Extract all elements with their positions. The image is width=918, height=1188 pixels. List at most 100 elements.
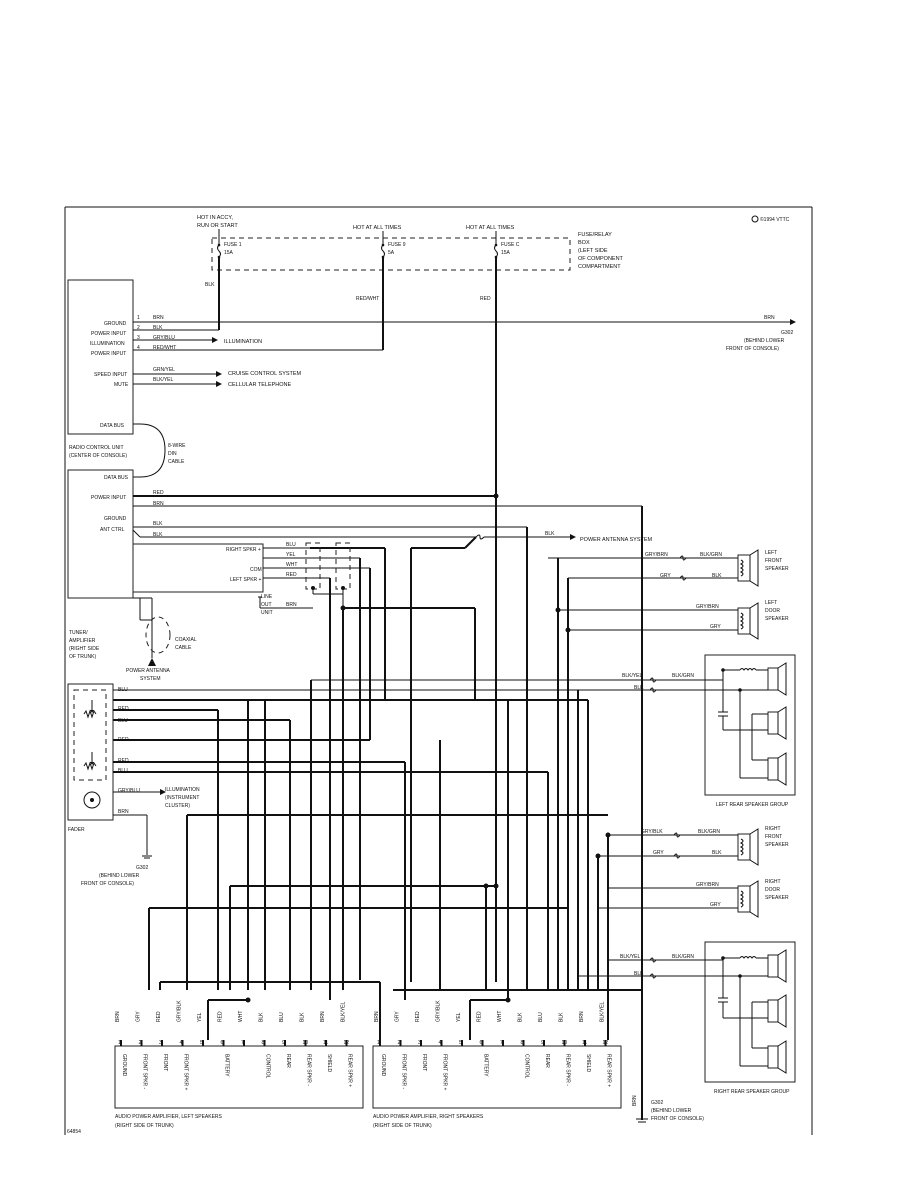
fader-wire-7: GRY/BLU (118, 788, 140, 794)
amp-right-pin-2-wire: GRY (395, 1011, 401, 1022)
tuner-pin-power-input: POWER INPUT (91, 495, 126, 501)
rr-group-label: RIGHT REAR SPEAKER GROUP (714, 1089, 790, 1095)
amp-right-pin-1-name: GROUND (380, 1054, 386, 1077)
rcu-wire-brn: BRN (153, 315, 164, 321)
lineout-ground-wire: BRN (286, 602, 297, 608)
amp-left-pin-11-wire: BRN (320, 1011, 326, 1022)
ant-dest-label: POWER ANTENNA SYSTEM (580, 537, 653, 543)
amp-right-label-line1: AUDIO POWER AMPLIFIER, RIGHT SPEAKERS (373, 1114, 484, 1120)
amp-right-ground-id: G302 (651, 1100, 663, 1106)
amp-left-pin-6-name: BATTERY (224, 1054, 230, 1077)
ant-dest-wire: BLK (545, 531, 555, 537)
amp-right-pin-12-num: 12 (603, 1040, 609, 1046)
lineout-wire-red: RED (286, 572, 297, 578)
rd-spk-line1: RIGHT (765, 879, 781, 885)
fader-wire-4: RED (118, 737, 129, 743)
lr-wire-in-1: BLK/YEL (622, 673, 643, 679)
amp-left-pin-1-name: GROUND (121, 1054, 127, 1077)
amp-right-pin-8-num: 8 (521, 1040, 524, 1046)
amp-left-pin-4-num: 4 (180, 1040, 183, 1046)
fusec-label: FUSE C (501, 242, 520, 248)
amp-right-pin-2-name: FRONT SPKR - (401, 1054, 407, 1090)
amp-right-pin-4-wire: GRY/BLK (436, 1000, 442, 1022)
amp-left-pin-1-wire: BRN (115, 1011, 121, 1022)
amp-right-ground-line2: FRONT OF CONSOLE) (651, 1116, 704, 1122)
g302-id: G302 (781, 330, 793, 336)
right-door-speaker: RIGHT DOOR SPEAKER (737, 879, 789, 918)
rcu-pin2-num: 2 (137, 325, 140, 331)
amp-right-pin-10-num: 10 (562, 1040, 568, 1046)
amp-left-pin-6-wire: RED (218, 1011, 224, 1022)
fader-illum-line3: CLUSTER) (165, 803, 190, 809)
amp-right-pin-3-wire: RED (415, 1011, 421, 1022)
rcu-wire-blk-yel: BLK/YEL (153, 377, 174, 383)
right-rear-speaker-group: RIGHT REAR SPEAKER GROUP (704, 941, 796, 1095)
fader-wire-1: BLU (118, 687, 128, 693)
amp-right-pin-1-num: 1 (377, 1040, 380, 1046)
fader-ground-id: G302 (136, 865, 148, 871)
amp-right-pin-11-wire: BRN (579, 1011, 585, 1022)
lr-wire-out-1: BLK/GRN (672, 673, 694, 679)
coax-dest-line1: POWER ANTENNA (126, 668, 171, 674)
amp-left-pin-2-wire: GRY (136, 1011, 142, 1022)
rr-wire-out-1: BLK/GRN (672, 954, 694, 960)
fusec-header: HOT AT ALL TIMES (466, 225, 515, 231)
amp-right-pin-6-num: 6 (480, 1040, 483, 1046)
amp-right-pin-1-wire: BRN (374, 1011, 380, 1022)
rcu-pin-ground: GROUND (104, 321, 127, 327)
coax-dest-line2: SYSTEM (140, 676, 161, 682)
amp-left-pin-8-name: CONTROL (265, 1054, 271, 1079)
ld-spk-line3: SPEAKER (765, 616, 789, 622)
rf-spk-line2: FRONT (765, 834, 782, 840)
left-door-speaker: LEFT DOOR SPEAKER (737, 600, 789, 640)
rcu-pin-illumination: ILLUMINATION (90, 341, 125, 347)
fusebox-label-line2: BOX (578, 240, 590, 246)
amp-right-pin-6-wire: RED (477, 1011, 483, 1022)
amp-right-pin-3-num: 3 (418, 1040, 421, 1046)
fuse9-header: HOT AT ALL TIMES (353, 225, 402, 231)
diagram-frame (64, 206, 813, 1135)
fuse9-wire-label: RED/WHT (356, 296, 379, 302)
amp-left-pin-9-num: 9 (282, 1040, 285, 1046)
fusec-wire-label: RED (480, 296, 491, 302)
amp-left-pin-7-wire: WHT (238, 1011, 244, 1022)
fader-ground-line1: (BEHIND LOWER (99, 873, 140, 879)
fader-illum-bulb (83, 791, 101, 809)
fuse9-label: FUSE 9 (388, 242, 406, 248)
lf-spk-line2: FRONT (765, 558, 782, 564)
amp-right-ground-line1: (BEHIND LOWER (651, 1108, 692, 1114)
fader-label: FADER (68, 827, 85, 833)
amp-left-pin-8-num: 8 (262, 1040, 265, 1046)
rcu-dest-illumination: ILLUMINATION (224, 339, 262, 345)
amp-left-pin-11-num: 11 (323, 1040, 328, 1046)
amp-left-label-line1: AUDIO POWER AMPLIFIER, LEFT SPEAKERS (115, 1114, 223, 1120)
fusebox-label-line1: FUSE/RELAY (578, 232, 612, 238)
amp-left-pin-11-name: SHIELD (326, 1054, 332, 1072)
amp-right-pin-11-name: SHIELD (585, 1054, 591, 1072)
amp-left-pin-10-wire: BLK (300, 1012, 306, 1022)
fader: FADER (67, 683, 114, 833)
fusec-rating: 15A (501, 250, 511, 256)
rf-wire-out-2: BLK (712, 850, 722, 856)
coax-label-line2: CABLE (175, 645, 192, 651)
g302-location-line1: (BEHIND LOWER (744, 338, 785, 344)
amp-left-pin-6-num: 6 (221, 1040, 224, 1046)
amp-right-pin-7-num: 7 (500, 1040, 503, 1046)
rr-wire-in-2: BLK (634, 971, 644, 977)
rd-wire-1: GRY/BRN (696, 882, 719, 888)
lineout-label-line3: UNIT (261, 610, 273, 616)
amp-right-ground-wire: BRN (632, 1095, 638, 1106)
tuner-ant-wire-lower: BLK (153, 532, 163, 538)
rr-wire-in-1: BLK/YEL (620, 954, 641, 960)
amp-left-label-line2: (RIGHT SIDE OF TRUNK) (115, 1123, 174, 1129)
tuner-label-line1: TUNER/ (69, 630, 88, 636)
amp-left-pin-5-wire: YEL (197, 1012, 203, 1022)
rf-spk-line3: SPEAKER (765, 842, 789, 848)
fader-wire-5: RED (118, 758, 129, 764)
amp-right-pin-12-wire: BLK/YEL (600, 1001, 606, 1022)
copyright-text: ©1994 VTTC (760, 216, 790, 223)
lf-wire-in-1: GRY/BRN (645, 552, 668, 558)
fuse1-header-line2: RUN OR START (197, 223, 238, 229)
